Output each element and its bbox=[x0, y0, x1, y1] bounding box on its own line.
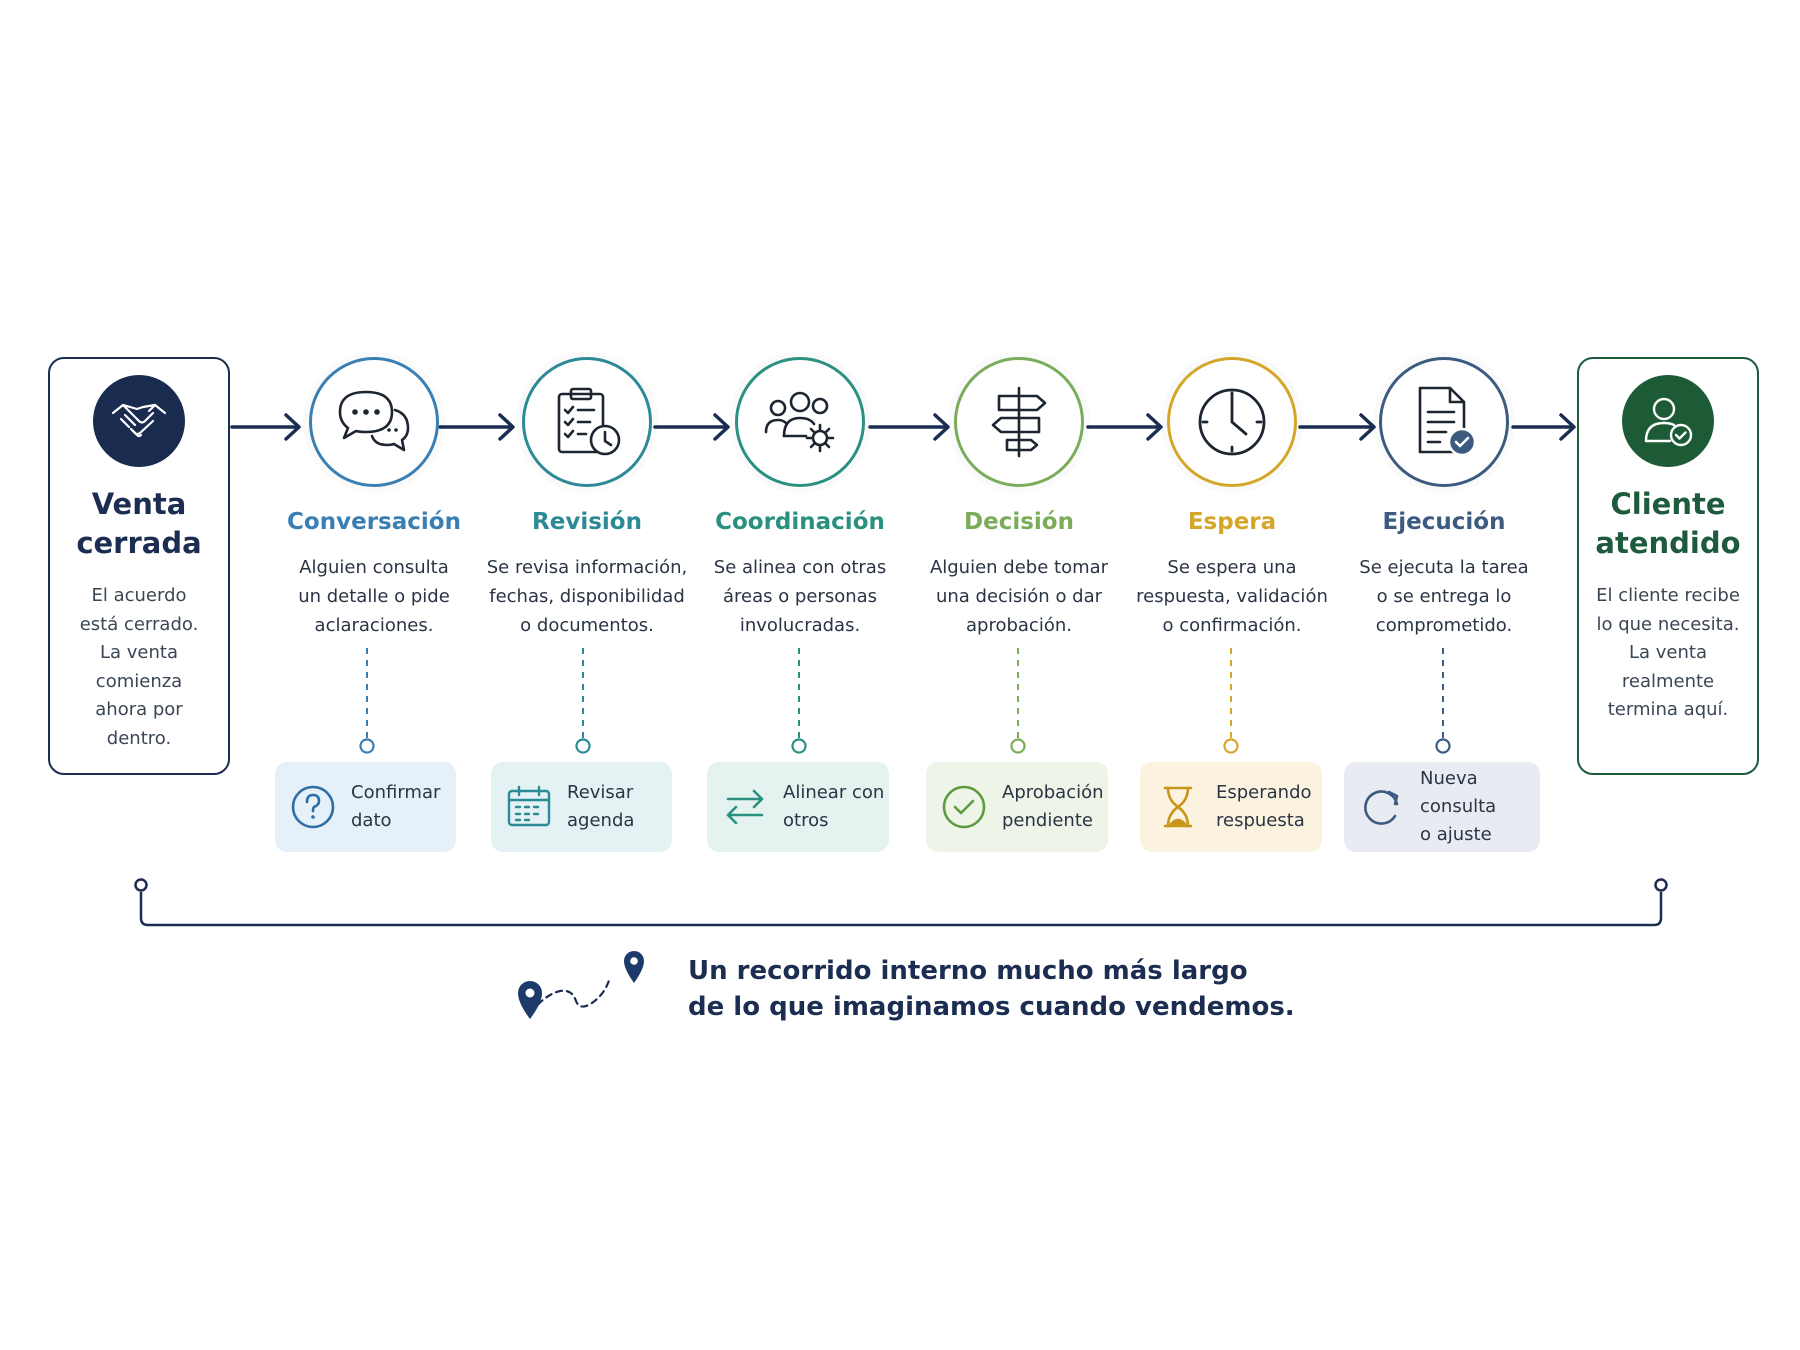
stage-name: Revisión bbox=[532, 509, 642, 535]
check-circle-icon bbox=[940, 783, 988, 831]
stage-name: Conversación bbox=[287, 509, 461, 535]
stage-name: Coordinación bbox=[715, 509, 885, 535]
stage-description: Alguien consulta un detalle o pide aclar… bbox=[298, 557, 450, 636]
chip-label: Revisar agenda bbox=[567, 782, 635, 831]
clipboard-clock-icon bbox=[522, 357, 652, 487]
question-icon bbox=[289, 783, 337, 831]
stage-description: Alguien debe tomar una decisión o dar ap… bbox=[929, 557, 1109, 636]
end-card: Cliente atendido El cliente recibe lo qu… bbox=[1577, 357, 1759, 775]
stage-ejecucion: Ejecución Se ejecuta la tarea o se entre… bbox=[1334, 357, 1554, 640]
chip-label: Esperando respuesta bbox=[1216, 782, 1312, 831]
chat-bubbles-icon bbox=[309, 357, 439, 487]
stage-espera: Espera Se espera una respuesta, validaci… bbox=[1122, 357, 1342, 640]
handshake-icon bbox=[93, 375, 185, 467]
chip-alinear-otros: Alinear con otros bbox=[707, 762, 889, 852]
stage-decision: Decisión Alguien debe tomar una decisión… bbox=[909, 357, 1129, 640]
team-gear-icon bbox=[735, 357, 865, 487]
end-title: Cliente atendido bbox=[1595, 487, 1741, 560]
swap-arrows-icon bbox=[721, 783, 769, 831]
start-title: Venta cerrada bbox=[76, 487, 202, 560]
chip-label: Alinear con otros bbox=[783, 782, 885, 831]
stage-description: Se revisa información, fechas, disponibi… bbox=[486, 557, 688, 636]
journey-bracket bbox=[134, 878, 1668, 927]
stage-coordinacion: Coordinación Se alinea con otras áreas o… bbox=[690, 357, 910, 640]
chip-label: Aprobación pendiente bbox=[1002, 782, 1104, 831]
stage-revision: Revisión Se revisa información, fechas, … bbox=[477, 357, 697, 640]
chip-esperando-respuesta: Esperando respuesta bbox=[1140, 762, 1322, 852]
user-check-icon bbox=[1622, 375, 1714, 467]
stage-description: Se alinea con otras áreas o personas inv… bbox=[713, 557, 887, 636]
stage-name: Decisión bbox=[964, 509, 1074, 535]
stage-name: Ejecución bbox=[1382, 509, 1506, 535]
calendar-icon bbox=[505, 783, 553, 831]
chip-label: Confirmar dato bbox=[351, 782, 441, 831]
stage-name: Espera bbox=[1187, 509, 1277, 535]
chip-aprobacion-pendiente: Aprobación pendiente bbox=[926, 762, 1108, 852]
stage-description: Se espera una respuesta, validación o co… bbox=[1136, 557, 1328, 636]
end-description: El cliente recibe lo que necesita. La ve… bbox=[1596, 585, 1740, 720]
clock-icon bbox=[1167, 357, 1297, 487]
route-pins-icon bbox=[510, 947, 650, 1031]
chip-revisar-agenda: Revisar agenda bbox=[491, 762, 672, 852]
footer-caption: Un recorrido interno mucho más largo de … bbox=[688, 956, 1295, 1022]
document-check-icon bbox=[1379, 357, 1509, 487]
stage-description: Se ejecuta la tarea o se entrega lo comp… bbox=[1359, 557, 1529, 636]
chip-nueva-consulta: Nueva consulta o ajuste bbox=[1344, 762, 1540, 852]
chip-label: Nueva consulta o ajuste bbox=[1420, 768, 1497, 845]
hourglass-icon bbox=[1154, 783, 1202, 831]
start-card: Venta cerrada El acuerdo está cerrado. L… bbox=[48, 357, 230, 775]
refresh-icon bbox=[1358, 783, 1406, 831]
start-description: El acuerdo está cerrado. La venta comien… bbox=[79, 585, 199, 749]
stage-conversacion: Conversación Alguien consulta un detalle… bbox=[264, 357, 484, 640]
chip-confirmar-dato: Confirmar dato bbox=[275, 762, 456, 852]
signpost-icon bbox=[954, 357, 1084, 487]
